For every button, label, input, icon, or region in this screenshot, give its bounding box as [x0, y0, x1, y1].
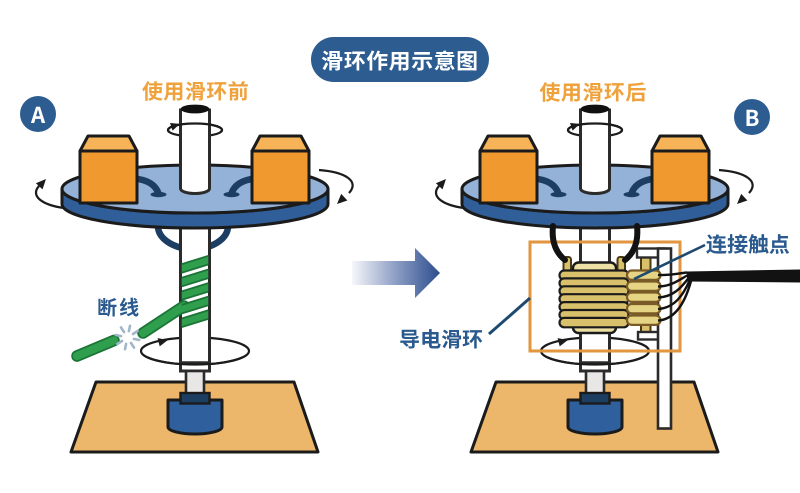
- motor-collar: [179, 391, 211, 405]
- spin-arrowhead-top: [170, 123, 180, 131]
- cargo-box-right: [650, 134, 711, 205]
- spin-ellipse-bottom-front: [546, 356, 644, 366]
- spin-arrowhead-bottom: [157, 338, 168, 347]
- pole-top-opening: [580, 104, 610, 114]
- pole-upper: [579, 108, 611, 195]
- label-slip-ring: 导电滑环: [399, 324, 483, 354]
- spark-ray: [123, 342, 128, 351]
- brush-contact: [625, 302, 662, 315]
- brush-contacts: [625, 269, 662, 326]
- rotation-arrowhead-left: [435, 179, 446, 190]
- brush-contact: [625, 291, 662, 303]
- coiled-wire: [181, 254, 209, 329]
- shaft-stub: [584, 369, 606, 397]
- coil-band: [181, 254, 209, 274]
- label-contacts: 连接触点: [706, 229, 790, 259]
- disc-to-ring-wire-right: [622, 223, 641, 263]
- spark-ray: [131, 329, 139, 336]
- brush-lead-wire: [657, 280, 693, 322]
- pole-upper: [179, 108, 211, 195]
- slip-ring: [558, 316, 630, 329]
- marker-a-badge: A: [20, 96, 56, 132]
- cargo-box-left-front: [78, 149, 139, 205]
- cargo-box-right-top: [250, 134, 311, 153]
- rotation-arrowhead-right: [337, 193, 348, 204]
- disc-to-ring-wire-left: [549, 223, 568, 263]
- turntable-after: [434, 104, 754, 454]
- brush-lead-wire: [657, 279, 692, 311]
- rotation-arrow-left: [34, 185, 65, 210]
- brush-lead-wire: [657, 276, 690, 299]
- brush-lead-wire: [657, 273, 689, 288]
- title-text: 滑环作用示意图: [321, 43, 479, 76]
- output-cable: [687, 269, 800, 283]
- cargo-box-left: [478, 134, 539, 205]
- label-broken-wire: 断线: [97, 292, 141, 321]
- spin-arrowhead-top: [570, 123, 580, 131]
- cargo-box-right-front: [250, 149, 311, 205]
- spark-ray: [119, 326, 126, 334]
- cargo-box-left-top: [478, 134, 539, 153]
- coil-band: [181, 268, 209, 288]
- broken-wire-lower: [72, 336, 119, 361]
- marker-b-badge: B: [734, 99, 770, 135]
- coil-band: [181, 309, 209, 329]
- brush-lead-wire: [657, 271, 688, 277]
- break-spark-icon: [114, 324, 141, 351]
- caption-after: 使用滑环后: [539, 77, 647, 107]
- spark-ray: [129, 341, 136, 349]
- cargo-box-right: [250, 134, 311, 205]
- cargo-box-left-front: [478, 149, 539, 205]
- slip-ring-stack: [558, 269, 630, 329]
- spin-ellipse-top-front: [166, 122, 224, 133]
- wire-slot-right: [223, 191, 240, 198]
- caption-before: 使用滑环前: [141, 76, 250, 106]
- wire-slot-left: [550, 191, 567, 198]
- spark-ray: [114, 333, 123, 338]
- rotation-arrow-left: [434, 185, 465, 210]
- motor-collar: [579, 391, 611, 405]
- brush-contact: [625, 314, 662, 326]
- spark-ray: [127, 324, 132, 333]
- pointer-line-slipring: [488, 296, 531, 336]
- rotation-arrowhead-right: [737, 193, 748, 204]
- rotation-arrow-right: [718, 168, 754, 194]
- motor-cylinder: [566, 398, 624, 436]
- title-badge: 滑环作用示意图: [311, 37, 489, 82]
- cargo-box-right-front: [650, 149, 711, 205]
- coil-band: [181, 282, 209, 301]
- brush-contact: [625, 280, 662, 292]
- rotation-arrow-right: [318, 168, 354, 194]
- wire-slot-left: [150, 191, 167, 198]
- stand-post: [656, 247, 673, 430]
- pointer-line-contacts: [633, 243, 706, 281]
- shaft-stub: [184, 369, 206, 397]
- spin-ellipse-top-front: [566, 122, 624, 133]
- cargo-box-left: [78, 134, 139, 205]
- rotation-arrowhead-left: [35, 179, 46, 190]
- pole-top-opening: [180, 104, 210, 114]
- transition-arrow: [352, 248, 440, 298]
- brush-lead-wires: [657, 271, 693, 322]
- cargo-box-left-top: [78, 134, 139, 153]
- spark-ray: [116, 339, 124, 346]
- cargo-box-right-top: [650, 134, 711, 153]
- spin-ellipse-bottom-front: [146, 356, 244, 366]
- broken-wire-upper: [138, 301, 189, 338]
- spark-ray: [132, 337, 141, 342]
- motor-cylinder: [166, 398, 224, 436]
- wire-slot-right: [623, 191, 640, 198]
- coil-band: [181, 295, 209, 315]
- spin-arrowhead-bottom: [557, 338, 568, 347]
